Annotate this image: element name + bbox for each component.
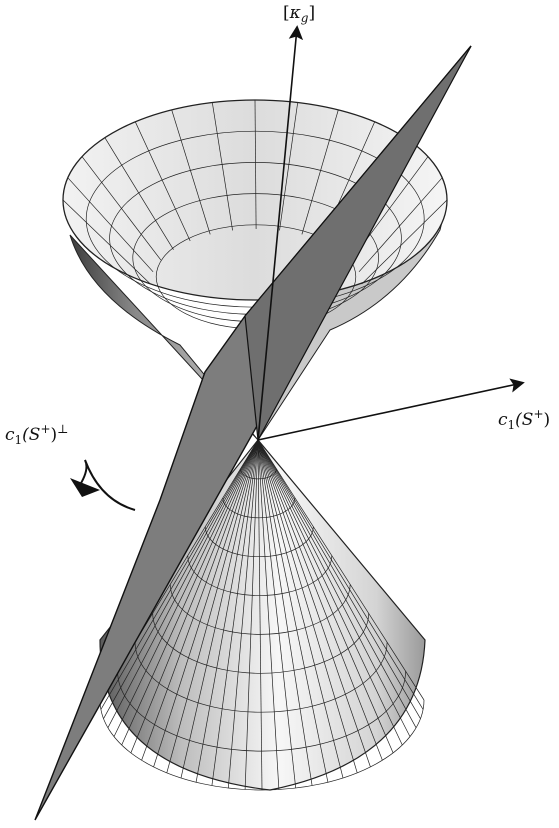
mesh-line (180, 439, 259, 778)
mesh-line (257, 439, 417, 728)
mesh-line (141, 439, 259, 761)
mesh-line (244, 439, 259, 790)
mesh-line (257, 439, 280, 790)
mesh-line (257, 439, 403, 746)
mesh-line (257, 439, 263, 791)
mesh-line (107, 439, 259, 728)
lower-cone (99, 439, 426, 791)
mesh-ring (117, 671, 406, 752)
mesh-line (257, 439, 358, 773)
plane-front-fold (244, 45, 472, 442)
mesh-line (153, 439, 259, 768)
mesh-line (257, 439, 394, 754)
mesh-line (257, 439, 383, 761)
c1-axis-arrow (257, 378, 525, 441)
mesh-line (257, 439, 371, 768)
mesh-line (257, 439, 297, 789)
mesh-line (257, 439, 344, 778)
perp-curved-arrow (77, 459, 136, 511)
perp-arrowhead (70, 478, 100, 497)
mesh-line (358, 177, 443, 273)
mesh-line (257, 439, 313, 786)
mesh-line (67, 177, 154, 273)
mesh-line (134, 121, 191, 242)
mesh-line (130, 439, 259, 754)
mesh-ring (240, 468, 277, 480)
mesh-line (257, 439, 424, 710)
mesh-ring (134, 642, 388, 713)
lower-cone-mesh (99, 439, 425, 791)
c1-axis-label: c1(S+) (498, 407, 550, 432)
plane (34, 45, 472, 821)
mesh-line (279, 102, 299, 231)
mesh-line (257, 439, 421, 719)
mesh-line (195, 439, 259, 783)
mesh-line (301, 109, 339, 235)
mesh-ring (204, 526, 314, 558)
mesh-line (211, 102, 233, 231)
mesh-ring (222, 497, 296, 519)
mesh-ring (169, 584, 351, 635)
mesh-line (211, 439, 259, 786)
mesh-line (113, 439, 259, 737)
kappa-axis-arrow (257, 25, 304, 441)
mesh-line (121, 439, 259, 746)
mesh-line (62, 199, 151, 285)
mesh-line (171, 109, 211, 235)
mesh-line (100, 439, 259, 710)
mesh-line (257, 439, 329, 783)
mesh-ring (99, 699, 425, 791)
mesh-line (103, 439, 259, 719)
mesh-ring (187, 555, 333, 596)
mesh-line (104, 137, 174, 250)
kappa-axis-label: [κg] (283, 3, 315, 25)
mesh-line (166, 439, 259, 773)
c1-perp-label: c1(S+)⊥ (5, 422, 68, 447)
mesh-line (257, 439, 425, 701)
mesh-line (227, 439, 259, 789)
mesh-line (254, 99, 257, 230)
mesh-ring (152, 613, 370, 674)
mesh-line (257, 439, 411, 737)
